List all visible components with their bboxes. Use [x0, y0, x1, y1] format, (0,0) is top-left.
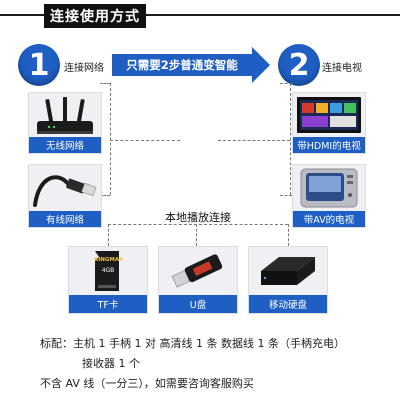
wireless-network-label: 无线网络	[29, 137, 101, 153]
hdmi-tv-label: 带HDMI的电视	[293, 137, 365, 153]
av-tv-icon	[300, 168, 358, 208]
av-tv-card: 带AV的电视	[292, 164, 366, 228]
av-cable-note: 不含 AV 线（一分三），如需要咨询客服购买	[40, 377, 254, 390]
tf-card-icon	[95, 251, 119, 291]
connector-line	[108, 224, 109, 246]
local-playback-caption: 本地播放连接	[165, 211, 231, 224]
arrow-right-icon	[252, 47, 270, 83]
step-2-badge: 2	[278, 44, 320, 86]
hdmi-tv-card: 带HDMI的电视	[292, 92, 366, 154]
tf-card-brand: KINGMAX	[94, 257, 124, 263]
connector-line	[288, 224, 289, 246]
tf-card-size: 4GB	[101, 267, 115, 274]
connector-line	[108, 224, 288, 225]
step-1-badge: 1	[18, 44, 60, 86]
step-1-label: 连接网络	[64, 63, 104, 74]
usb-drive-label: U盘	[159, 295, 237, 313]
connector-line	[100, 195, 110, 196]
connector-line	[290, 83, 291, 195]
usb-drive-icon	[171, 254, 223, 288]
connector-line	[280, 195, 292, 196]
package-contents-line2: 接收器 1 个	[82, 357, 140, 370]
connector-line	[100, 83, 110, 84]
av-tv-label: 带AV的电视	[293, 211, 365, 227]
usb-drive-card: U盘	[158, 246, 238, 314]
wired-network-label: 有线网络	[29, 211, 101, 227]
tf-card-label: TF卡	[69, 295, 147, 313]
title-rule	[0, 14, 400, 16]
connector-line	[218, 140, 290, 141]
wired-network-card: 有线网络	[28, 164, 102, 228]
ethernet-cable-icon	[33, 175, 97, 207]
hard-drive-label: 移动硬盘	[249, 295, 327, 313]
connector-line	[110, 140, 180, 141]
hard-drive-icon	[261, 257, 315, 285]
section-title: 连接使用方式	[44, 4, 146, 28]
connector-line	[196, 224, 197, 246]
connector-line	[280, 83, 292, 84]
router-icon	[37, 97, 93, 134]
connector-line	[110, 83, 111, 195]
hdmi-tv-icon	[297, 97, 361, 133]
package-contents-line1: 标配：主机 1 手柄 1 对 高清线 1 条 数据线 1 条（手柄充电）	[40, 337, 345, 350]
step-2-label: 连接电视	[322, 63, 362, 74]
tf-card-card: KINGMAX 4GB TF卡	[68, 246, 148, 314]
hard-drive-card: 移动硬盘	[248, 246, 328, 314]
steps-arrow-banner: 只需要2步普通变智能	[112, 54, 252, 76]
wireless-network-card: 无线网络	[28, 92, 102, 154]
